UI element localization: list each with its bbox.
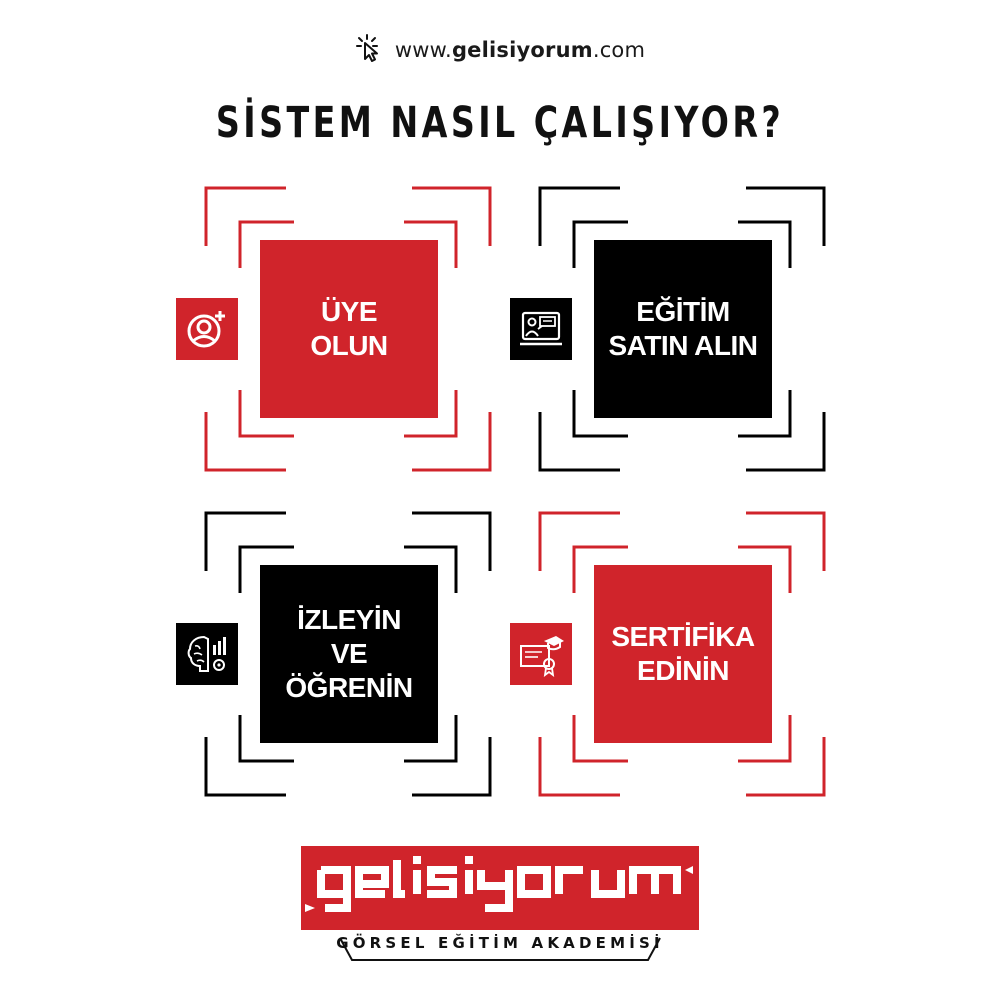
brain-learning-icon [187,635,226,672]
step-badge [176,298,238,360]
corner-frame [538,186,826,472]
step-box: İZLEYİN VE ÖĞRENİN [260,565,438,743]
step-card-learn[interactable]: İZLEYİN VE ÖĞRENİN [176,511,492,797]
url-brand: gelisiyorum [451,38,593,62]
step-badge [176,623,238,685]
step-box: SERTİFİKA EDİNİN [594,565,772,743]
corner-frame [538,511,826,797]
logo-tagline-bar: GÖRSEL EĞİTİM AKADEMİSİ [300,930,700,964]
page-title: SİSTEM NASIL ÇALIŞIYOR? [215,98,785,148]
step-badge [510,298,572,360]
tagline-underline [339,937,661,961]
step-card-register[interactable]: ÜYE OLUN [176,186,492,472]
corner-frame [204,511,492,797]
logo-wordmark: gelisiyorum [305,856,693,912]
step-box: EĞİTİM SATIN ALIN [594,240,772,418]
url-prefix: www. [394,38,452,62]
corner-frame [204,186,492,472]
step-label: İZLEYİN VE ÖĞRENİN [285,604,413,703]
certificate-graduation-icon [520,636,564,677]
user-add-icon [187,311,225,348]
step-label: ÜYE OLUN [310,296,388,361]
step-label: EĞİTİM SATIN ALIN [608,296,759,361]
brand-logo: gelisiyorum [301,846,699,930]
url-suffix: .com [592,38,646,62]
url-text[interactable]: www.gelisiyorum.com [395,38,645,62]
step-badge [510,623,572,685]
step-box: ÜYE OLUN [260,240,438,418]
website-url[interactable]: www.gelisiyorum.com [0,30,1000,70]
logo-tagline: GÖRSEL EĞİTİM AKADEMİSİ [336,934,664,952]
click-cursor-icon [355,33,385,68]
step-card-certificate[interactable]: SERTİFİKA EDİNİN [510,511,826,797]
online-training-icon [520,311,562,346]
step-card-purchase[interactable]: EĞİTİM SATIN ALIN [510,186,826,472]
step-label: SERTİFİKA EDİNİN [611,621,755,686]
